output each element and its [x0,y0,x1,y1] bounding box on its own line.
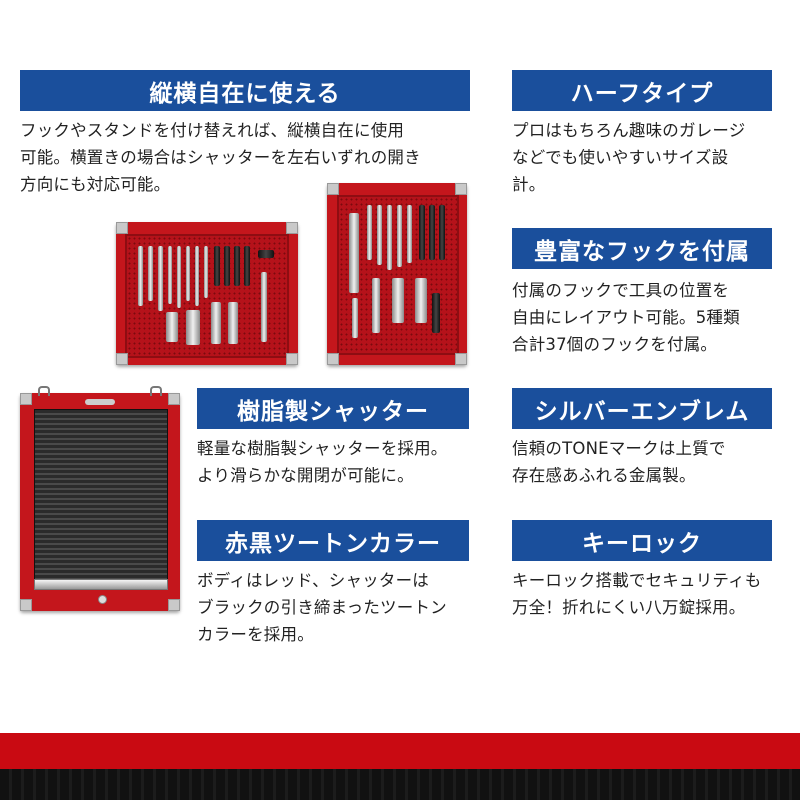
text-line: 付属のフックで工具の位置を [512,281,730,300]
text-emblem: 信頼のTONEマークは上質で 存在感あふれる金属製。 [512,435,787,489]
text-line: 可能。横置きの場合はシャッターを左右いずれの開き [20,148,421,167]
heading-shutter: 樹脂製シャッター [197,388,469,429]
text-half-type: プロはもちろん趣味のガレージ などでも使いやすいサイズ設 計。 [512,117,787,198]
hook-icon [38,386,50,396]
emblem-icon [85,399,115,405]
text-line: カラーを採用。 [197,625,314,644]
text-shutter: 軽量な樹脂製シャッターを採用。 より滑らかな開閉が可能に。 [197,435,487,489]
text-two-tone: ボディはレッド、シャッターは ブラックの引き締まったツートン カラーを採用。 [197,567,487,648]
text-key-lock: キーロック搭載でセキュリティも 万全！折れにくい八万錠採用。 [512,567,792,621]
text-line: 存在感あふれる金属製。 [512,466,696,485]
heading-two-tone: 赤黒ツートンカラー [197,520,469,561]
text-line: プロはもちろん趣味のガレージ [512,121,746,140]
text-line: 軽量な樹脂製シャッターを採用。 [197,439,448,458]
bottom-red-band [0,733,800,769]
heading-orientation: 縦横自在に使える [20,70,470,111]
heading-half-type: ハーフタイプ [512,70,772,111]
text-line: 万全！折れにくい八万錠採用。 [512,598,746,617]
text-line: 自由にレイアウト可能。5種類 [512,308,740,327]
hook-icon [150,386,162,396]
heading-key-lock: キーロック [512,520,772,561]
horizontal-tool-panel-image [116,222,298,365]
text-line: 計。 [512,175,546,194]
text-line: キーロック搭載でセキュリティも [512,571,762,590]
text-line: ボディはレッド、シャッターは [197,571,429,590]
vertical-tool-panel-image [327,183,467,365]
text-line: フックやスタンドを付け替えれば、縦横自在に使用 [20,121,405,140]
heading-emblem: シルバーエンブレム [512,388,772,429]
text-line: 方向にも対応可能。 [20,175,171,194]
text-line: より滑らかな開閉が可能に。 [197,466,414,485]
text-hooks: 付属のフックで工具の位置を 自由にレイアウト可能。5種類 合計37個のフックを付… [512,277,787,358]
text-line: 信頼のTONEマークは上質で [512,439,726,458]
text-line: 合計37個のフックを付属。 [512,335,718,354]
bottom-black-band [0,769,800,800]
text-line: などでも使いやすいサイズ設 [512,148,729,167]
text-orientation: フックやスタンドを付け替えれば、縦横自在に使用 可能。横置きの場合はシャッターを… [20,117,490,198]
key-lock-icon [98,595,107,604]
text-line: ブラックの引き締まったツートン [197,598,447,617]
heading-hooks: 豊富なフックを付属 [512,228,772,269]
shutter-cabinet-image [20,393,180,611]
